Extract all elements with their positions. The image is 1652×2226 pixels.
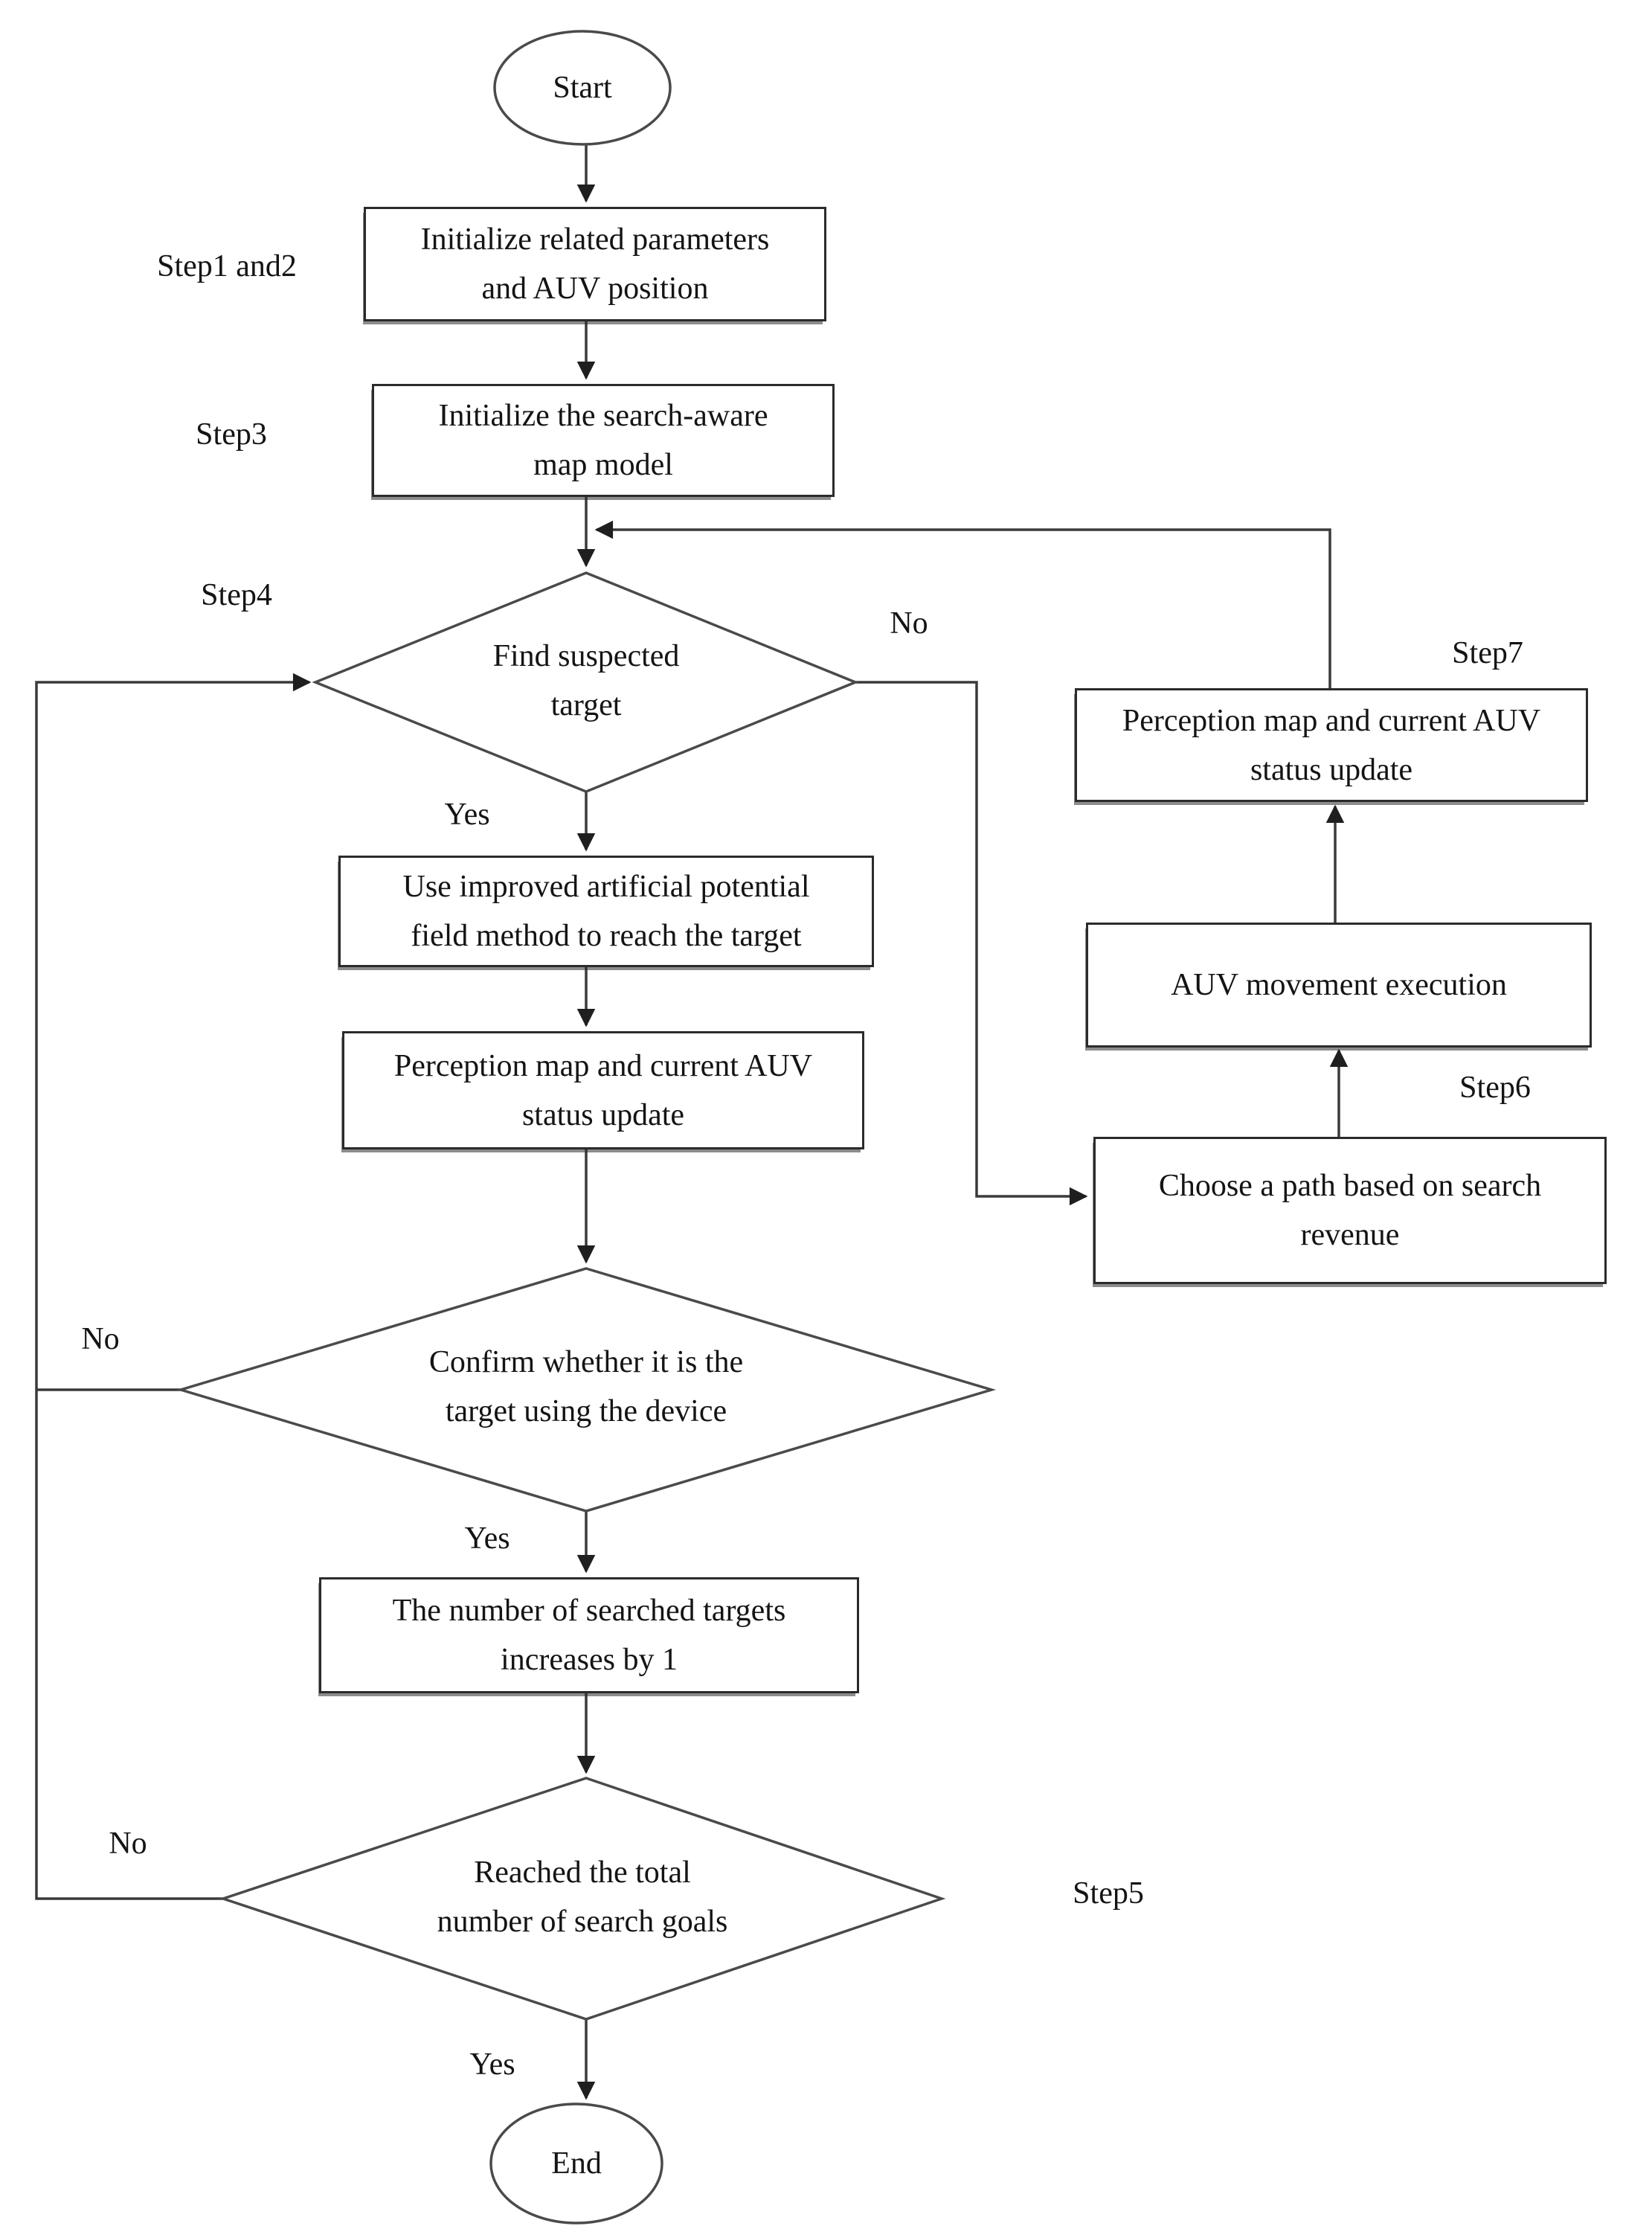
- node-text-line: Confirm whether it is the: [428, 1345, 744, 1379]
- node-text-line: and AUV position: [481, 272, 709, 306]
- reached-goals-label: Reached the total number of search goals: [437, 1848, 728, 1946]
- branch-label-find-no: No: [890, 606, 928, 641]
- node-text-line: increases by 1: [501, 1643, 678, 1677]
- node-text-line: Initialize related parameters: [420, 222, 770, 257]
- step-label-7: Step7: [1452, 636, 1523, 670]
- node-choose-path: Choose a path based on search revenue: [1093, 1137, 1607, 1284]
- node-text-line: Choose a path based on search: [1158, 1169, 1542, 1203]
- find-target-decision-shape: [312, 571, 859, 793]
- step-label-4: Step4: [201, 578, 272, 612]
- node-text-line: revenue: [1300, 1218, 1400, 1252]
- step-label-5: Step5: [1073, 1876, 1144, 1911]
- branch-label-reached-yes: Yes: [469, 2047, 515, 2082]
- node-text-line: status update: [521, 1097, 685, 1132]
- node-text-line: status update: [1250, 752, 1413, 787]
- end-terminator-shape: [489, 2102, 663, 2225]
- node-text-line: number of search goals: [437, 1905, 728, 1939]
- step-label-1-2: Step1 and2: [157, 249, 297, 283]
- branch-label-reached-no: No: [109, 1826, 147, 1861]
- confirm-target-label: Confirm whether it is the target using t…: [429, 1338, 743, 1436]
- step-label-3: Step3: [196, 417, 267, 452]
- node-text-line: Perception map and current AUV: [393, 1048, 813, 1083]
- start-terminator-shape: [493, 30, 672, 146]
- end-label: End: [551, 2146, 602, 2181]
- node-text-line: The number of searched targets: [392, 1594, 786, 1628]
- node-initialize-parameters: Initialize related parameters and AUV po…: [364, 207, 826, 321]
- node-initialize-map-model: Initialize the search-aware map model: [372, 384, 835, 497]
- branch-label-confirm-no: No: [81, 1322, 120, 1356]
- node-text-line: Find suspected: [492, 639, 680, 673]
- node-perception-update-left: Perception map and current AUV status up…: [342, 1031, 864, 1149]
- start-label: Start: [553, 71, 612, 105]
- node-text-line: field method to reach the target: [411, 919, 802, 953]
- node-text-line: target: [550, 688, 622, 722]
- node-text-line: Reached the total: [474, 1855, 691, 1890]
- node-text-line: target using the device: [445, 1394, 727, 1428]
- arrow-left-feedback-rail-to-find-target: [35, 673, 312, 1900]
- step-label-6: Step6: [1459, 1071, 1531, 1105]
- node-text-line: Initialize the search-aware: [438, 399, 768, 433]
- arrow-perception-right-feedback-to-junction: [594, 520, 1331, 688]
- node-text-line: map model: [533, 448, 673, 482]
- find-target-label: Find suspected target: [493, 632, 680, 730]
- node-count-increase: The number of searched targets increases…: [319, 1577, 859, 1693]
- node-text-line: AUV movement execution: [1171, 968, 1507, 1002]
- node-apf-method: Use improved artificial potential field …: [338, 856, 874, 967]
- arrow-find-no-to-choose-path: [855, 681, 1088, 1206]
- node-text-line: Use improved artificial potential: [402, 870, 810, 904]
- branch-label-confirm-yes: Yes: [464, 1521, 510, 1556]
- confirm-target-decision-shape: [176, 1267, 997, 1513]
- node-text-line: Perception map and current AUV: [1122, 703, 1541, 738]
- reached-goals-decision-shape: [219, 1777, 946, 2021]
- node-auv-movement: AUV movement execution: [1086, 923, 1592, 1048]
- node-perception-update-right: Perception map and current AUV status up…: [1075, 688, 1588, 802]
- branch-label-find-yes: Yes: [444, 798, 490, 832]
